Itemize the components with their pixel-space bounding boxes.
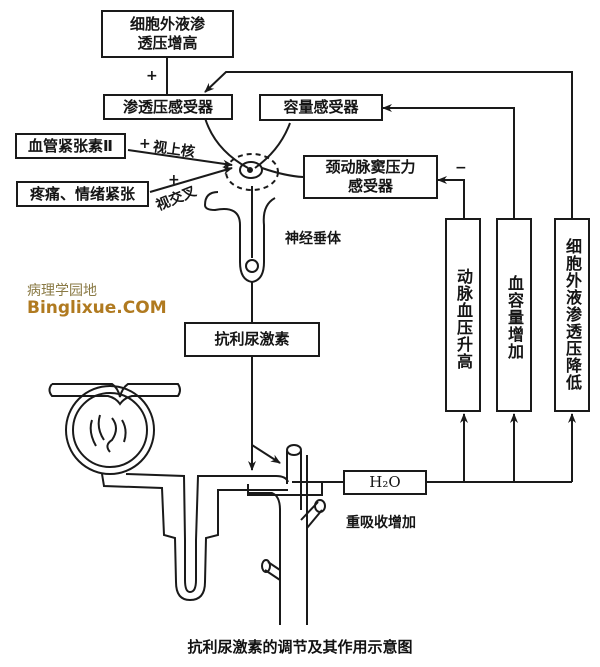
box-adh: 抗利尿激素 (184, 322, 320, 357)
bowman-capsule-outer (65, 385, 155, 475)
label-neurohypophysis: 神经垂体 (285, 231, 341, 247)
vbox-arterial-pressure-rise-text: 动脉血压升高 (454, 268, 473, 370)
box-ecf-osmolality-increase: 细胞外液渗透压增高 (101, 10, 234, 58)
arrow-feedback-osmoreceptor (204, 71, 573, 225)
sign-baro-minus: − (455, 160, 467, 176)
box-pain-emotion-text: 疼痛、情绪紧张 (29, 184, 135, 203)
watermark-line2: Binglixue.COM (27, 298, 167, 318)
arrow-feedback-baro (437, 176, 465, 225)
afferent-tube (48, 383, 181, 406)
proximal-tubule (101, 473, 288, 602)
watermark: 病理学园地 Binglixue.COM (27, 280, 167, 318)
bowman-capsule-inner (72, 392, 148, 468)
box-angiotensin-ii: 血管紧张素Ⅱ (15, 133, 126, 159)
nucleus-cell (239, 161, 263, 179)
box-angiotensin-ii-text: 血管紧张素Ⅱ (28, 136, 113, 155)
proximal-tubule-inner (125, 473, 289, 594)
arrow-pain (149, 166, 233, 193)
vbox-arterial-pressure-rise: 动脉血压升高 (445, 218, 481, 412)
box-volume-receptor: 容量感受器 (259, 94, 383, 121)
label-reabsorption-increase: 重吸收增加 (346, 515, 416, 531)
vbox-blood-volume-increase-text: 血容量增加 (505, 275, 524, 360)
watermark-line1: 病理学园地 (27, 283, 97, 299)
vbox-ecf-osmolality-decrease-text: 细胞外液渗透压降低 (563, 238, 582, 391)
box-volume-receptor-text: 容量感受器 (283, 98, 359, 116)
vbox-blood-volume-increase: 血容量增加 (496, 218, 532, 412)
box-osmoreceptor-text: 渗透压感受器 (122, 97, 213, 116)
diagram-caption: 抗利尿激素的调节及其作用示意图 (187, 638, 413, 656)
sign-pain-plus: + (168, 172, 180, 188)
pituitary-outline (203, 191, 276, 284)
box-osmoreceptor: 渗透压感受器 (103, 94, 233, 120)
carotid-line (261, 167, 304, 178)
box-pain-emotion: 疼痛、情绪紧张 (16, 181, 149, 207)
box-water: H₂O (343, 470, 427, 495)
sign-osmo-plus: + (146, 68, 158, 84)
box-carotid-baroreceptor-text: 颈动脉窦压力感受器 (325, 158, 416, 195)
osmoreceptor-curve (204, 117, 249, 169)
sign-angio-plus: + (139, 136, 151, 152)
hypothalamus-region (225, 153, 279, 191)
box-water-text: H₂O (369, 473, 401, 491)
collecting-duct (248, 492, 281, 625)
volume-receptor-curve (254, 122, 291, 169)
reabsorption-line (247, 482, 323, 496)
glomerulus-loops (89, 414, 127, 453)
box-adh-text: 抗利尿激素 (214, 330, 290, 348)
arrow-adh-collecting (251, 444, 281, 464)
vbox-ecf-osmolality-decrease: 细胞外液渗透压降低 (554, 218, 590, 412)
box-ecf-osmolality-increase-text: 细胞外液渗透压增高 (129, 15, 205, 52)
arrow-angiotensin (127, 149, 233, 168)
arrow-feedback-volume (382, 104, 515, 225)
box-carotid-baroreceptor: 颈动脉窦压力感受器 (303, 155, 438, 199)
